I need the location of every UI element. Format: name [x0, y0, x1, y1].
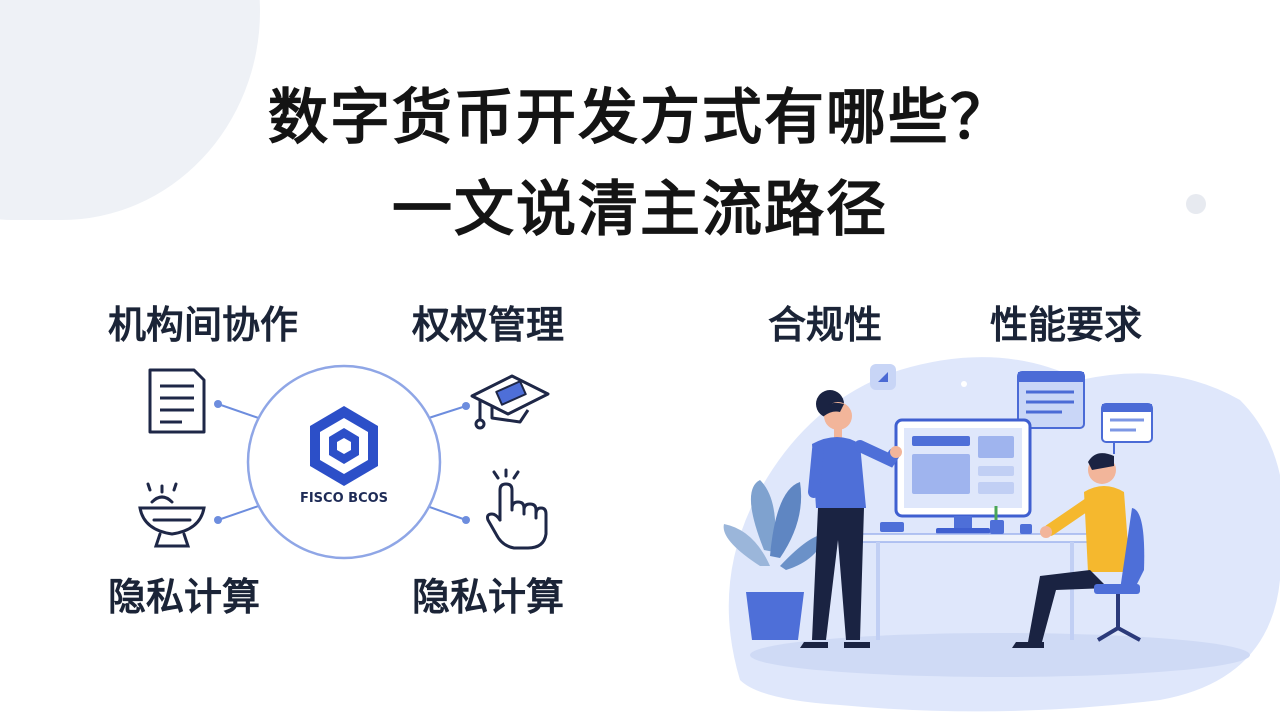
label-privacy-computing-left: 隐私计算 [108, 575, 261, 619]
title-line-1: 数字货币开发方式有哪些？ [268, 83, 1012, 153]
center-logo-text: FISCO BCOS [300, 491, 388, 506]
label-compliance: 合规性 [768, 303, 883, 347]
label-performance-requirements: 性能要求 [990, 303, 1143, 347]
fisco-diagram: FISCO BCOS [138, 364, 550, 560]
bowl-icon [138, 482, 206, 548]
woman-figure [800, 390, 902, 648]
title-line-2: 一文说清主流路径 [392, 175, 888, 245]
popup-window-large [1017, 371, 1085, 429]
pointing-hand-icon [486, 468, 548, 550]
label-privacy-computing-right: 隐私计算 [412, 575, 565, 619]
fisco-logo-icon [310, 406, 378, 486]
popup-window-small [1101, 403, 1153, 454]
graduation-cap-icon [470, 374, 550, 430]
document-icon [148, 368, 206, 434]
label-institution-collaboration: 机构间协作 [108, 303, 299, 347]
plant [723, 480, 826, 640]
floor-shadow [750, 633, 1250, 677]
monitor [894, 418, 1032, 534]
man-figure [1012, 453, 1145, 648]
office-illustration [723, 357, 1280, 712]
decorative-dot [1186, 194, 1206, 214]
label-permission-management: 权权管理 [412, 303, 565, 347]
